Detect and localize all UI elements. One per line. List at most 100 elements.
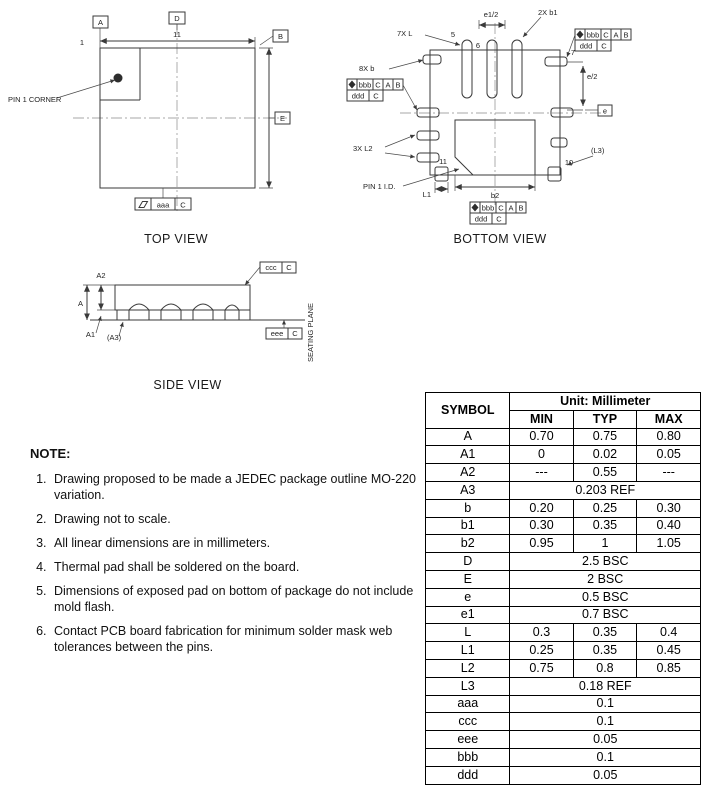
- fcf-b-label: B: [395, 81, 400, 90]
- dim-d-label: D: [174, 14, 180, 23]
- pin1-corner-callout: PIN 1 CORNER: [8, 79, 116, 104]
- fcf-eee: eee C: [265, 320, 303, 340]
- note-item: Drawing proposed to be made a JEDEC pack…: [50, 471, 430, 503]
- fcf-c-label: C: [373, 92, 379, 101]
- typ-cell: 0.02: [572, 445, 638, 465]
- symbol-cell: b2: [424, 534, 511, 554]
- datum-a-flag: A: [92, 15, 109, 37]
- symbol-cell: e: [424, 587, 511, 607]
- pin7-label: 7: [571, 48, 575, 57]
- min-cell: 0.75: [509, 658, 574, 678]
- symbol-cell: b: [424, 498, 511, 518]
- symbol-cell: b1: [424, 516, 511, 536]
- value-cell: 0.05: [509, 765, 701, 785]
- callout-l3-label: (L3): [591, 146, 605, 155]
- fcf-bbb-label: bbb: [359, 81, 372, 90]
- note-item: Thermal pad shall be soldered on the boa…: [50, 559, 430, 575]
- table-header-row: SYMBOL Unit: Millimeter: [424, 392, 701, 429]
- table-row: b 0.20 0.25 0.30: [424, 498, 701, 518]
- table-row: aaa 0.1: [424, 694, 701, 714]
- callout-8x-b: 8X b: [359, 59, 424, 73]
- fcf-b-label: B: [518, 204, 523, 213]
- callout-pin1-id: PIN 1 I.D.: [363, 168, 460, 191]
- position-symbol-icon: [576, 30, 584, 39]
- dimension-a: A: [78, 284, 115, 320]
- top-view-centerlines: [73, 24, 287, 212]
- table-row: e1 0.7 BSC: [424, 605, 701, 625]
- min-cell: 0.30: [509, 516, 574, 536]
- fcf-ddd-label: ddd: [475, 215, 488, 224]
- min-cell: ---: [509, 463, 574, 482]
- top-view-drawing: 1 D 11 A E B: [8, 11, 291, 212]
- datum-a-label: A: [98, 18, 103, 27]
- fcf-left: bbb C A B ddd C: [346, 78, 418, 111]
- table-row: A1 0 0.02 0.05: [424, 445, 701, 465]
- datum-b-flag: B: [259, 29, 289, 46]
- pin11-number-label: 11: [173, 30, 181, 39]
- min-cell: 0.95: [509, 534, 574, 554]
- table-row: ddd 0.05: [424, 765, 701, 785]
- symbol-cell: aaa: [424, 694, 511, 714]
- callout-2x-b1: 2X b1: [522, 8, 558, 38]
- typ-cell: 0.75: [572, 427, 638, 447]
- dimension-b2: b2: [454, 175, 536, 200]
- table-row: ccc 0.1: [424, 712, 701, 732]
- fcf-aaa-datum-label: C: [180, 201, 186, 210]
- fcf-c-label: C: [286, 263, 292, 272]
- fcf-ddd-label: ddd: [352, 92, 365, 101]
- max-cell: ---: [636, 463, 701, 482]
- max-cell: 0.30: [636, 498, 701, 518]
- value-cell: 0.203 REF: [509, 480, 701, 500]
- seating-plane-label: SEATING PLANE: [306, 303, 315, 362]
- dim-a2-label: A2: [96, 271, 105, 280]
- pin1-number-label: 1: [80, 38, 84, 47]
- symbol-cell: A2: [424, 463, 511, 482]
- symbol-cell: A1: [424, 445, 511, 465]
- callout-2x-b1-label: 2X b1: [538, 8, 558, 17]
- fcf-c-label: C: [603, 31, 609, 40]
- table-row: L1 0.25 0.35 0.45: [424, 641, 701, 660]
- symbol-cell: eee: [424, 730, 511, 749]
- table-row: eee 0.05: [424, 730, 701, 749]
- dimension-d: D 11: [99, 11, 256, 48]
- typ-cell: 0.8: [572, 658, 638, 678]
- pin10-label: 10: [565, 158, 573, 167]
- package-body-outline: [99, 47, 256, 189]
- symbol-cell: A3: [424, 480, 511, 500]
- min-cell: 0.25: [509, 641, 574, 660]
- dimension-table: SYMBOL Unit: Millimeter MIN TYP MAX A 0.…: [424, 392, 701, 785]
- callout-e1-half-label: e1/2: [484, 10, 499, 19]
- typ-cell: 0.35: [572, 516, 638, 536]
- dim-a1-label: A1: [86, 330, 95, 339]
- fcf-c-label: C: [292, 329, 298, 338]
- fcf-bottom: bbb C A B ddd C: [469, 201, 527, 225]
- terminal-pads: [416, 39, 574, 182]
- dimension-e: E: [259, 47, 291, 189]
- callout-8x-b-label: 8X b: [359, 64, 374, 73]
- callout-3x-l2: 3X L2: [353, 134, 416, 159]
- fcf-ccc: ccc C: [244, 261, 297, 286]
- dim-e-box: e: [585, 104, 613, 117]
- symbol-cell: L: [424, 623, 511, 643]
- table-row: A2 --- 0.55 ---: [424, 463, 701, 482]
- value-cell: 2.5 BSC: [509, 552, 701, 571]
- unit-header: Unit: Millimeter: [509, 392, 701, 411]
- dim-b2-label: b2: [491, 191, 499, 200]
- datum-b-label: B: [278, 32, 283, 41]
- fcf-a-label: A: [613, 31, 618, 40]
- symbol-cell: L2: [424, 658, 511, 678]
- min-cell: 0.3: [509, 623, 574, 643]
- callout-e-half: e/2: [567, 61, 597, 111]
- max-cell: 0.80: [636, 427, 701, 447]
- bottom-view-caption: BOTTOM VIEW: [453, 232, 547, 246]
- package-profile: [114, 284, 251, 321]
- fcf-aaa: aaa C: [134, 188, 192, 211]
- fcf-top-right: bbb C A B ddd C: [566, 28, 632, 58]
- table-row: A3 0.203 REF: [424, 480, 701, 500]
- thermal-pad: [454, 119, 536, 176]
- typ-cell: 0.25: [572, 498, 638, 518]
- profile-symbol-icon: [138, 201, 149, 208]
- fcf-c-label: C: [601, 42, 607, 51]
- dimension-a1: A1: [86, 315, 102, 339]
- dim-a3-label: (A3): [107, 333, 122, 342]
